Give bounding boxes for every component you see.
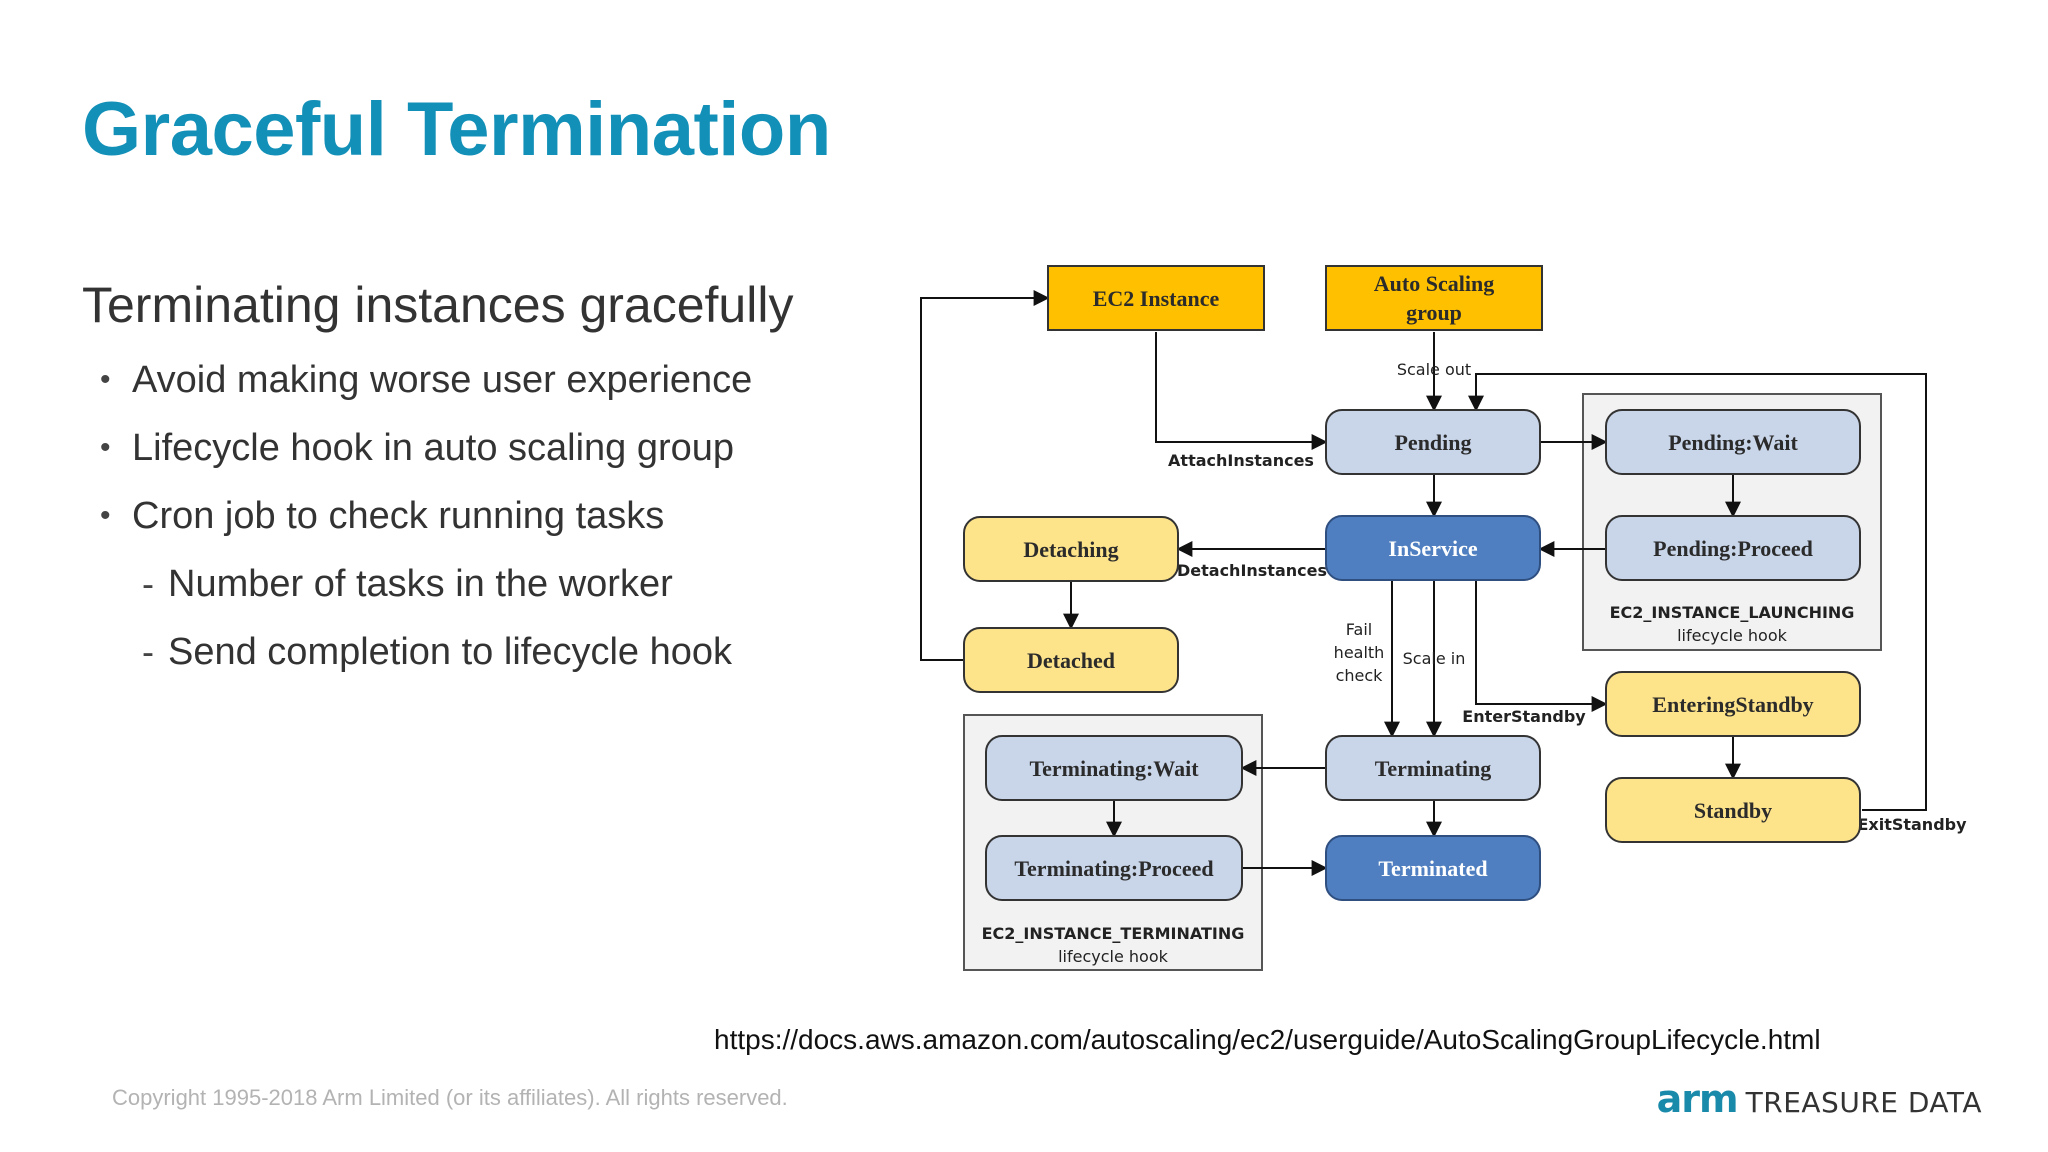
edge-label-check: check (1336, 666, 1384, 685)
node-label: Pending (1394, 430, 1471, 455)
node-label: EC2 Instance (1093, 286, 1220, 311)
slide-title: Graceful Termination (82, 87, 831, 172)
sub-bullet-marker: - (142, 631, 154, 672)
node-label: InService (1388, 536, 1477, 561)
launching-hook-name: EC2_INSTANCE_LAUNCHING (1610, 603, 1855, 622)
diagram-edges (920, 290, 1927, 876)
sub-bullet-item: -Number of tasks in the worker (100, 558, 752, 626)
bullet-text: Avoid making worse user experience (132, 359, 753, 401)
node-label: Detached (1027, 648, 1115, 673)
edge-label-health: health (1334, 643, 1385, 662)
node-label: Pending:Wait (1668, 430, 1798, 455)
arm-treasure-data-logo: arm TREASURE DATA (1657, 1077, 1982, 1121)
node-terminating-proceed: Terminating:Proceed (985, 835, 1243, 901)
edge-ec2-to-pending (1155, 332, 1328, 450)
bullet-item: • Avoid making worse user experience (100, 354, 752, 422)
node-label: Auto Scaling (1374, 271, 1494, 296)
edge-enter-standby (1475, 581, 1608, 712)
node-label: Pending:Proceed (1653, 536, 1813, 561)
node-inservice: InService (1325, 515, 1541, 581)
bullet-text: Lifecycle hook in auto scaling group (132, 427, 735, 469)
copyright-notice: Copyright 1995-2018 Arm Limited (or its … (112, 1085, 788, 1110)
slide-subtitle: Terminating instances gracefully (82, 277, 794, 333)
node-terminating-wait: Terminating:Wait (985, 735, 1243, 801)
edge-label-scale-in: Scale in (1403, 649, 1466, 668)
edge-label-fail: Fail (1346, 620, 1372, 639)
node-pending-proceed: Pending:Proceed (1605, 515, 1861, 581)
node-label: group (1406, 300, 1462, 325)
node-detached: Detached (963, 627, 1179, 693)
edge-label-enter-standby: EnterStandby (1462, 707, 1586, 726)
edge-detached-to-ec2 (920, 290, 1050, 661)
logo-brand: arm (1656, 1077, 1739, 1121)
edge-label-scale-out: Scale out (1397, 360, 1471, 379)
edge-label-exit-standby: ExitStandby (1857, 815, 1967, 834)
terminating-hook-name: EC2_INSTANCE_TERMINATING (982, 924, 1245, 943)
bullet-list: • Avoid making worse user experience • Lif… (100, 354, 752, 694)
logo-product: TREASURE DATA (1745, 1086, 1982, 1119)
sub-bullet-item: -Send completion to lifecycle hook (100, 626, 752, 694)
node-label: Terminated (1378, 856, 1487, 881)
node-standby: Standby (1605, 777, 1861, 843)
bullet-marker: • (100, 431, 111, 464)
node-ec2-instance: EC2 Instance (1047, 265, 1265, 331)
node-entering-standby: EnteringStandby (1605, 671, 1861, 737)
bullet-item: • Lifecycle hook in auto scaling group (100, 422, 752, 490)
node-pending: Pending (1325, 409, 1541, 475)
node-terminated: Terminated (1325, 835, 1541, 901)
sub-bullet-marker: - (142, 563, 154, 604)
node-label: Terminating:Wait (1029, 756, 1199, 781)
node-label: Detaching (1023, 537, 1118, 562)
bullet-text: Cron job to check running tasks (132, 495, 665, 537)
node-detaching: Detaching (963, 516, 1179, 582)
node-label: Standby (1694, 798, 1772, 823)
launching-hook-caption: lifecycle hook (1677, 626, 1788, 645)
node-label: Terminating (1375, 756, 1492, 781)
edge-label-detach-instances: DetachInstances (1177, 561, 1327, 580)
terminating-hook-caption: lifecycle hook (1058, 947, 1169, 966)
edge-label-attach-instances: AttachInstances (1168, 451, 1314, 470)
bullet-item: • Cron job to check running tasks (100, 490, 752, 558)
edge-standby-exit (1468, 373, 1927, 811)
node-pending-wait: Pending:Wait (1605, 409, 1861, 475)
source-url: https://docs.aws.amazon.com/autoscaling/… (714, 1024, 1821, 1055)
node-label: Terminating:Proceed (1014, 856, 1213, 881)
node-auto-scaling-group: Auto Scaling group (1325, 265, 1543, 331)
sub-bullet-text: Number of tasks in the worker (168, 563, 673, 605)
sub-bullet-text: Send completion to lifecycle hook (168, 631, 732, 673)
bullet-marker: • (100, 499, 111, 532)
bullet-marker: • (100, 363, 111, 396)
node-label: EnteringStandby (1652, 692, 1813, 717)
node-terminating: Terminating (1325, 735, 1541, 801)
